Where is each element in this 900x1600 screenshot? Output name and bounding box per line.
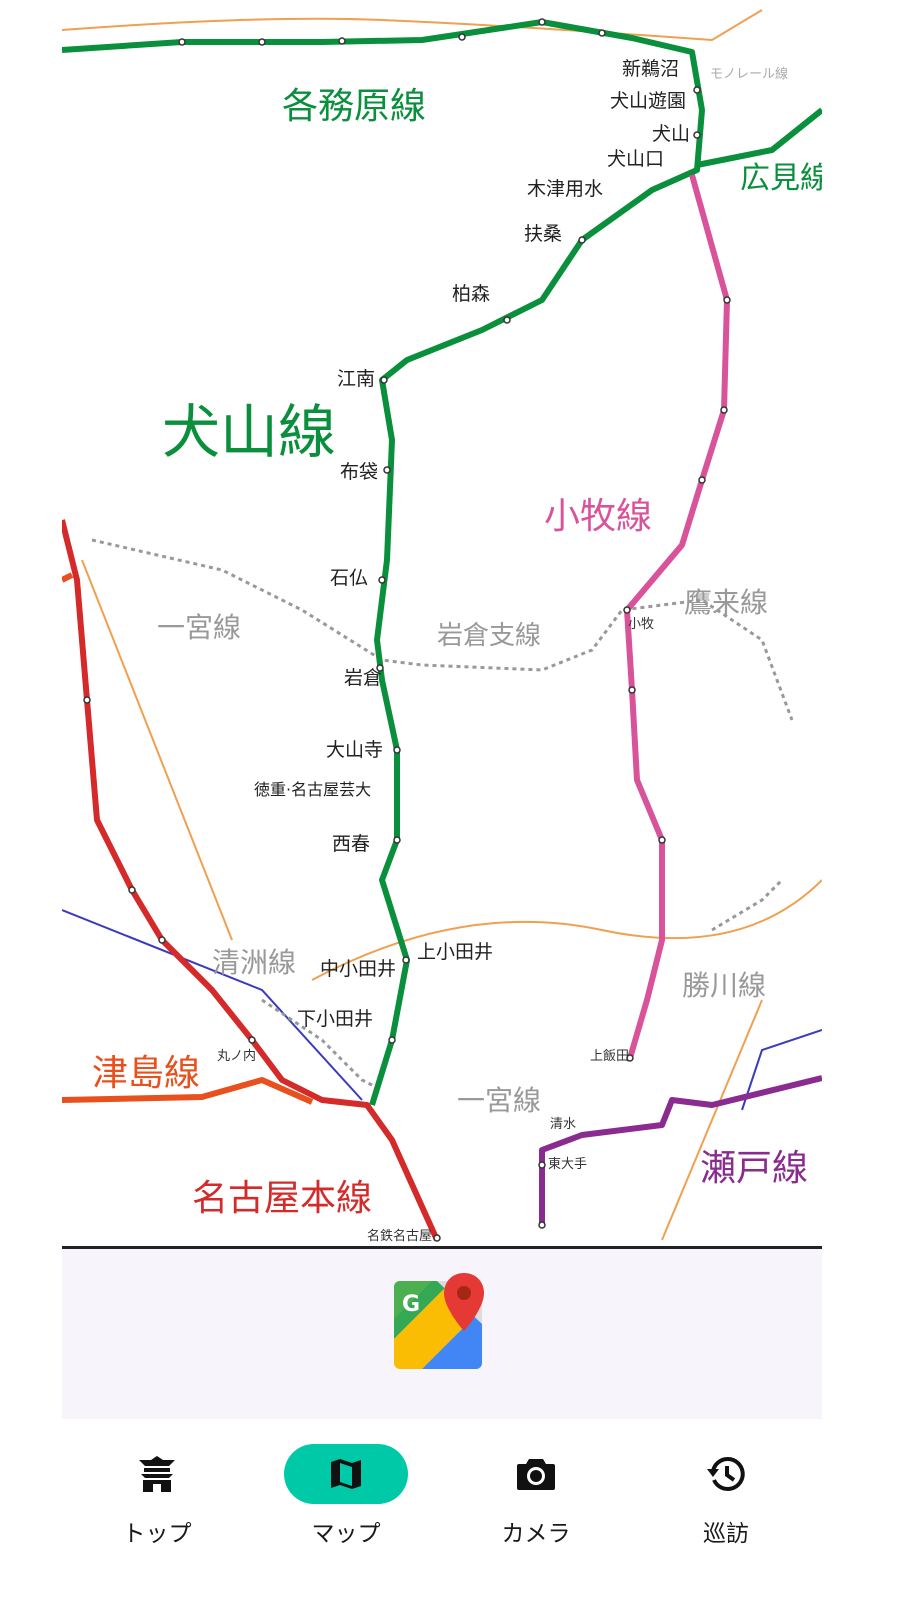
nav-camera-pill [474,1444,598,1504]
nav-item-map[interactable]: マップ [266,1444,426,1564]
nav-label-top: トップ [122,1521,192,1547]
station-dots [83,18,731,1242]
station-higashi-ote: 東大手 [548,1156,587,1172]
google-maps-button[interactable]: G [392,1269,492,1369]
station-nishiharu: 西春 [332,833,370,855]
station-inuyama-yuen: 犬山遊園 [610,90,686,112]
station-kashiwamori: 柏森 [452,283,490,305]
label-tsushima-line: 津島線 [92,1053,200,1094]
label-katsukawa-line: 勝川線 [682,969,766,1002]
label-seto-line: 瀬戸線 [700,1148,808,1189]
line-tsushima [62,1077,314,1105]
station-inuyamaguchi: 犬山口 [607,148,664,170]
map-divider [62,1246,822,1249]
nav-label-camera: カメラ [501,1521,571,1547]
station-konan: 江南 [337,368,375,390]
google-maps-icon: G [394,1273,484,1369]
station-naka-otai: 中小田井 [320,958,396,980]
line-katsukawa-dotted [711,878,784,932]
label-iwakura-branch: 岩倉支線 [437,621,541,651]
line-tsushima-stub [62,572,74,583]
label-hiromi-line: 広見線 [740,161,822,196]
station-kami-otai: 上小田井 [417,941,493,963]
station-kamiiida: 上飯田 [590,1049,629,1064]
station-ishibotoke: 石仏 [330,567,368,589]
nav-item-top[interactable]: トップ [77,1444,237,1564]
station-shimizu: 清水 [550,1117,576,1132]
label-komaki-line: 小牧線 [544,496,652,537]
line-orange-right [661,999,763,1241]
line-seto [539,1075,822,1225]
nav-label-history: 巡訪 [703,1521,749,1547]
station-tokushige: 徳重·名古屋芸大 [254,780,371,799]
station-shin-unuma: 新鵜沼 [622,58,679,80]
station-hotei: 布袋 [340,461,378,483]
station-taisanji: 大山寺 [326,739,383,761]
camera-icon [517,1459,555,1490]
label-monorail: モノレール線 [710,66,788,82]
line-ichinomiya-dotted [91,538,794,721]
station-kitsuyosui: 木津用水 [527,178,603,200]
station-shimo-otai: 下小田井 [297,1008,373,1030]
nav-item-history[interactable]: 巡訪 [646,1444,806,1564]
nav-label-map: マップ [311,1521,381,1547]
map-icon [331,1459,361,1489]
castle-icon [139,1456,175,1492]
railway-map-svg: 各務原線 犬山線 広見線 小牧線 一宮線 岩倉支線 鷹来線 清洲線 勝川線 一宮… [62,9,822,1244]
nav-map-pill [284,1444,408,1504]
label-ichinomiya-line-2: 一宮線 [457,1084,541,1117]
line-komaki [624,174,730,1059]
nav-item-camera[interactable]: カメラ [456,1444,616,1564]
station-inuyama: 犬山 [652,123,690,145]
label-ichinomiya-line: 一宮線 [157,611,241,644]
label-inuyama-line: 犬山線 [162,398,336,466]
line-orange-top [62,9,763,42]
label-takagi-line: 鷹来線 [684,586,768,619]
station-iwakura: 岩倉 [344,667,382,689]
station-fuso: 扶桑 [524,223,562,245]
railway-map[interactable]: 各務原線 犬山線 広見線 小牧線 一宮線 岩倉支線 鷹来線 清洲線 勝川線 一宮… [62,0,822,1248]
line-blue-right [741,1029,822,1111]
line-inuyama [62,19,705,1106]
label-kakamigahara-line: 各務原線 [282,86,426,127]
label-kiyosu-line: 清洲線 [212,946,296,979]
nav-top-pill [95,1444,219,1504]
station-marunouchi: 丸ノ内 [217,1048,256,1064]
line-kiyosu-dotted [261,998,383,1092]
label-nagoya-main-line: 名古屋本線 [192,1178,372,1219]
line-hiromi [696,107,822,168]
line-orange-diagonal [81,559,233,941]
google-maps-area: G [62,1249,822,1419]
line-blue-left [62,909,363,1101]
bottom-navigation: トップ マップ カメラ 巡訪 [0,1420,900,1600]
station-meitetsu-nagoya: 名鉄名古屋 [367,1228,432,1244]
station-komaki: 小牧 [628,617,654,632]
nav-history-pill [664,1444,788,1504]
history-icon [707,1456,745,1491]
google-g-letter: G [402,1292,420,1317]
